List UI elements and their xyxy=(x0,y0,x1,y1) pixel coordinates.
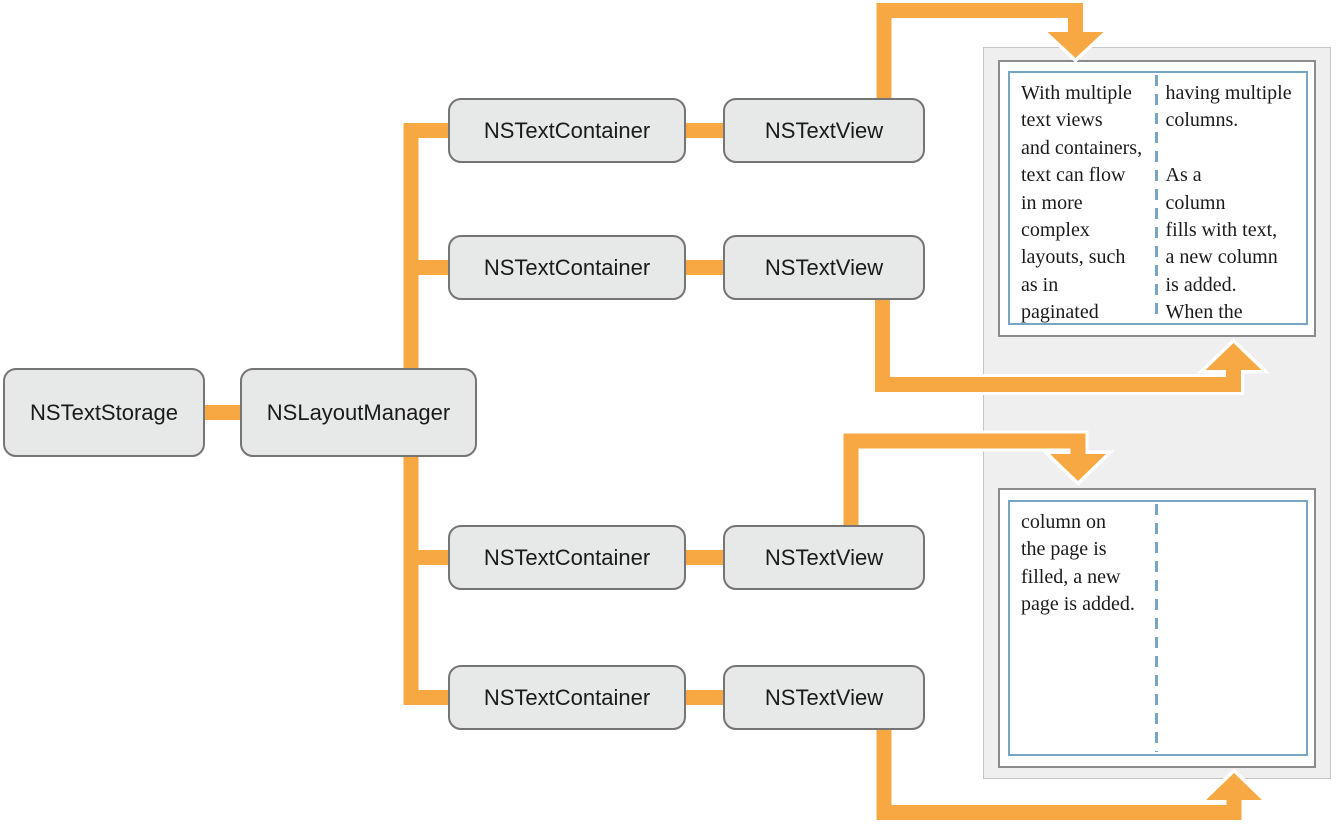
node-nstextview-1: NSTextView xyxy=(723,98,925,163)
node-nstextstorage: NSTextStorage xyxy=(3,368,205,457)
connector-view2-to-page1-bottom xyxy=(875,300,1241,392)
page-text-line: is added. xyxy=(1165,273,1237,296)
node-nstextcontainer-3: NSTextContainer xyxy=(448,525,686,590)
connector-outline xyxy=(872,300,1244,395)
page-preview-1: With multiple text views and containers,… xyxy=(998,60,1316,337)
node-label: NSTextContainer xyxy=(483,254,651,280)
page-text-line: column on xyxy=(1021,511,1106,533)
page-text-line: columns. xyxy=(1165,109,1239,132)
page-text-line: With multiple xyxy=(1021,82,1132,104)
page-text-line: filled, a new xyxy=(1021,565,1121,588)
connector-view4-to-page2-bottom xyxy=(876,730,1242,820)
node-nstextcontainer-1: NSTextContainer xyxy=(448,98,686,163)
node-label: NSTextStorage xyxy=(30,399,178,425)
page-text-line: paginated xyxy=(1021,301,1099,323)
page-text-line: page is added. xyxy=(1021,593,1135,616)
node-nstextview-3: NSTextView xyxy=(723,525,925,590)
page-text-line: As a xyxy=(1165,164,1202,187)
page-text-line: column xyxy=(1165,191,1226,214)
node-label: NSTextContainer xyxy=(483,544,651,570)
connector-outline xyxy=(840,430,1089,525)
page-text-line: the page is xyxy=(1021,538,1107,561)
page-text-line: complex xyxy=(1021,218,1090,241)
page-2-text-area: column on the page is filled, a new page… xyxy=(1008,500,1308,756)
page-text-line: a new column xyxy=(1165,246,1278,269)
connector-outline xyxy=(873,0,1086,98)
page-text-line: layouts, such xyxy=(1021,246,1126,269)
page-text-line: When the xyxy=(1165,301,1243,323)
page-1-text-area: With multiple text views and containers,… xyxy=(1008,71,1308,325)
node-label: NSTextView xyxy=(764,117,884,143)
node-label: NSTextView xyxy=(764,544,884,570)
arrowhead-up-page1 xyxy=(1205,343,1262,370)
node-nstextview-2: NSTextView xyxy=(723,235,925,300)
arrowhead-down-page1 xyxy=(1047,32,1104,58)
column-divider-dashed xyxy=(1155,504,1158,752)
arrowhead-down-page2 xyxy=(1050,454,1106,481)
page-1-column-1: With multiple text views and containers,… xyxy=(1010,73,1155,323)
node-label: NSLayoutManager xyxy=(266,399,451,425)
node-nslayoutmanager: NSLayoutManager xyxy=(240,368,477,457)
node-label: NSTextContainer xyxy=(483,684,651,710)
node-nstextview-4: NSTextView xyxy=(723,665,925,730)
page-text-line: as in xyxy=(1021,273,1059,296)
node-nstextcontainer-4: NSTextContainer xyxy=(448,665,686,730)
page-text-line: text can flow xyxy=(1021,164,1126,187)
arrowhead-up-page2 xyxy=(1206,773,1262,800)
page-2-column-1: column on the page is filled, a new page… xyxy=(1010,502,1155,754)
page-text-line: and containers, xyxy=(1021,136,1143,159)
page-text-line: fills with text, xyxy=(1165,218,1278,241)
page-1-column-2: having multiple columns. As a column fil… xyxy=(1158,73,1307,323)
column-divider-dashed xyxy=(1155,75,1158,321)
page-text-line: in more xyxy=(1021,191,1083,214)
node-label: NSTextView xyxy=(764,254,884,280)
page-preview-2: column on the page is filled, a new page… xyxy=(998,488,1316,768)
connector-view1-to-page1-top xyxy=(876,3,1083,98)
connector-view3-to-page2-top xyxy=(843,433,1086,525)
node-nstextcontainer-2: NSTextContainer xyxy=(448,235,686,300)
page-text-line: text views xyxy=(1021,109,1103,132)
node-label: NSTextContainer xyxy=(483,117,651,143)
page-text-line: having multiple xyxy=(1165,82,1292,104)
connector-outline xyxy=(873,730,1245,823)
node-label: NSTextView xyxy=(764,684,884,710)
